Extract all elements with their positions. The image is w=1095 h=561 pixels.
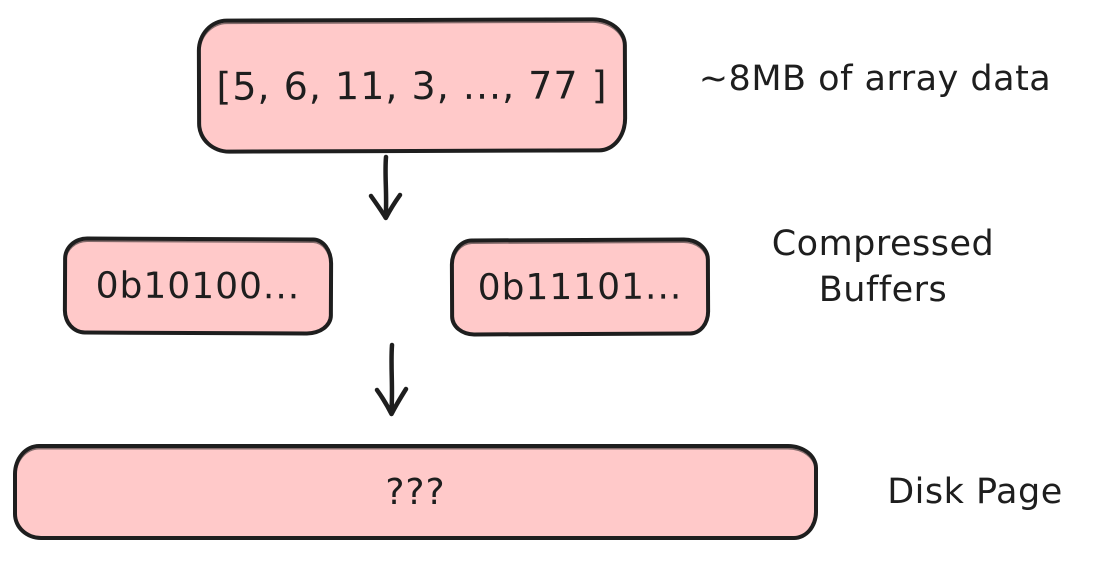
disk-page-box: ??? [13, 444, 818, 540]
disk-page-box-text: ??? [385, 471, 446, 513]
compressed-buffer-box-left: 0b10100... [62, 236, 334, 336]
compressed-buffer-left-text: 0b10100... [95, 265, 301, 307]
compressed-buffer-right-text: 0b11101... [477, 266, 683, 308]
array-data-box-text: [5, 6, 11, 3, ..., 77 ] [216, 62, 608, 109]
disk-page-label: Disk Page [887, 472, 1063, 512]
down-arrow-icon [365, 338, 419, 424]
compressed-buffers-label: Compressed Buffers [771, 224, 995, 310]
down-arrow-icon [360, 150, 412, 228]
compressed-buffer-box-right: 0b11101... [449, 237, 711, 337]
array-data-label: ~8MB of array data [698, 59, 1052, 99]
array-data-box: [5, 6, 11, 3, ..., 77 ] [196, 17, 628, 154]
